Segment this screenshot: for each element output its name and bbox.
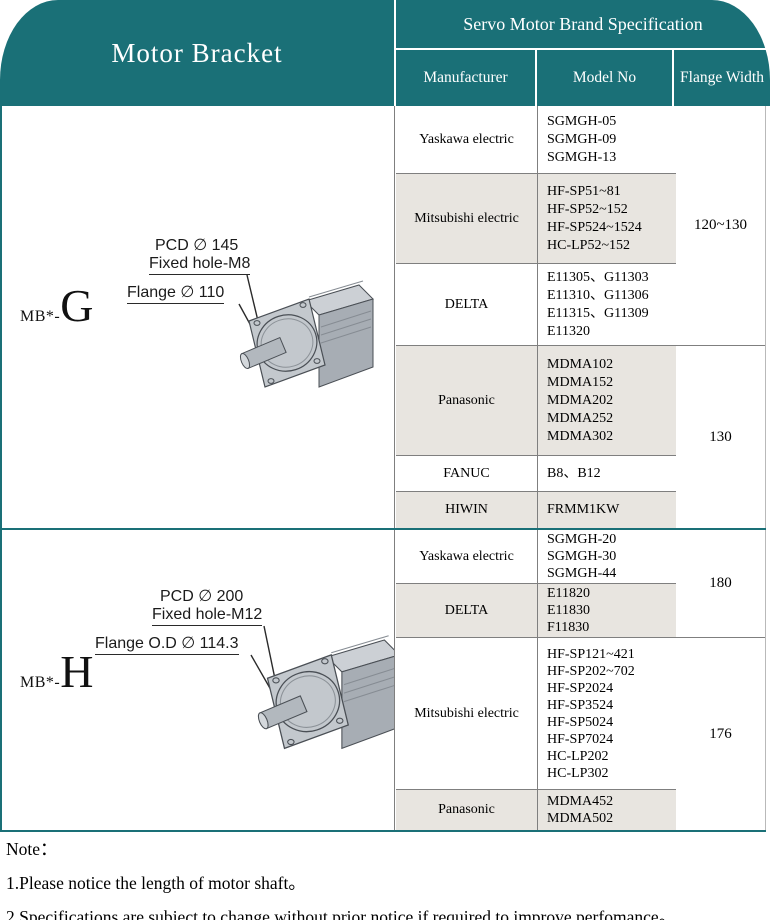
dim-fixed-hole-h: Fixed hole-M12 xyxy=(152,606,263,626)
spec-column-headers: Manufacturer Model No Flange Width xyxy=(396,50,770,106)
table-row: Panasonic MDMA452 MDMA502 xyxy=(396,790,676,830)
header-motor-bracket: Motor Bracket xyxy=(0,0,394,106)
diagram-mb-g: PCD ∅ 145 Fixed hole-M8 Flange ∅ 110 MB*… xyxy=(2,106,395,528)
models-cell: FRMM1KW xyxy=(547,502,620,517)
flange-width-value: 120~130 xyxy=(676,106,765,346)
manufacturer-cell: HIWIN xyxy=(396,492,538,528)
motor-drawing-h-icon xyxy=(257,635,394,750)
dim-flange-h: Flange O.D ∅ 114.3 xyxy=(95,635,239,655)
table-mb-h: Yaskawa electric SGMGH-20 SGMGH-30 SGMGH… xyxy=(396,530,676,830)
manufacturer-cell: Mitsubishi electric xyxy=(396,174,538,263)
manufacturer-cell: Panasonic xyxy=(396,346,538,455)
manufacturer-cell: Yaskawa electric xyxy=(396,106,538,173)
flange-width-value: 180 xyxy=(676,530,765,638)
bracket-label-prefix: MB*- xyxy=(20,674,61,691)
column-header-manufacturer: Manufacturer xyxy=(396,50,537,106)
table-row: Panasonic MDMA102 MDMA152 MDMA202 MDMA25… xyxy=(396,346,676,456)
header-spec-table: Servo Motor Brand Specification Manufact… xyxy=(396,0,770,106)
section-divider-line xyxy=(0,528,766,530)
table-mb-g: Yaskawa electric SGMGH-05 SGMGH-09 SGMGH… xyxy=(396,106,676,528)
models-cell: B8、B12 xyxy=(547,465,601,481)
models-cell: MDMA452 MDMA502 xyxy=(547,794,614,826)
flange-width-column-g: 120~130 130 xyxy=(676,106,765,528)
dim-pcd-h: PCD ∅ 200 xyxy=(160,588,244,605)
models-cell: HF-SP121~421 HF-SP202~702 HF-SP2024 HF-S… xyxy=(547,646,635,781)
note-block: Note： 1.Please notice the length of moto… xyxy=(6,836,766,920)
section-mb-h: PCD ∅ 200 Fixed hole-M12 Flange O.D ∅ 11… xyxy=(2,530,765,830)
section-mb-g: PCD ∅ 145 Fixed hole-M8 Flange ∅ 110 MB*… xyxy=(2,106,765,528)
bracket-label-prefix: MB*- xyxy=(20,308,61,325)
column-header-flange-width: Flange Width xyxy=(680,69,764,86)
manufacturer-cell: DELTA xyxy=(396,264,538,345)
flange-width-value: 176 xyxy=(676,638,765,830)
flange-width-value: 130 xyxy=(676,346,765,528)
table-row: Yaskawa electric SGMGH-20 SGMGH-30 SGMGH… xyxy=(396,530,676,584)
bracket-label-g: MB*-G xyxy=(20,280,94,331)
note-item-2: 2.Specifications are subject to change w… xyxy=(6,907,677,920)
bracket-label-letter: G xyxy=(60,280,94,331)
models-cell: E11305、G11303 E11310、G11306 E11315、G1130… xyxy=(547,269,649,339)
manufacturer-cell: Yaskawa electric xyxy=(396,530,538,583)
column-header-model-no: Model No xyxy=(537,50,674,106)
bracket-label-letter: H xyxy=(60,646,94,697)
manufacturer-cell: Mitsubishi electric xyxy=(396,638,538,789)
note-item-1: 1.Please notice the length of motor shaf… xyxy=(6,873,306,893)
table-row: DELTA E11820 E11830 F11830 xyxy=(396,584,676,638)
left-border-line xyxy=(0,104,2,832)
spec-table-title: Servo Motor Brand Specification xyxy=(396,0,770,50)
models-cell: HF-SP51~81 HF-SP52~152 HF-SP524~1524 HC-… xyxy=(547,183,642,253)
dim-pcd-g: PCD ∅ 145 xyxy=(155,237,239,254)
models-cell: SGMGH-05 SGMGH-09 SGMGH-13 xyxy=(547,113,617,165)
table-row: Mitsubishi electric HF-SP51~81 HF-SP52~1… xyxy=(396,174,676,264)
page-title: Motor Bracket xyxy=(111,37,283,68)
dim-fixed-hole-g: Fixed hole-M8 xyxy=(149,255,251,275)
table-row: Yaskawa electric SGMGH-05 SGMGH-09 SGMGH… xyxy=(396,106,676,174)
models-cell: E11820 E11830 F11830 xyxy=(547,586,591,635)
table-row: Mitsubishi electric HF-SP121~421 HF-SP20… xyxy=(396,638,676,790)
bottom-border-line xyxy=(0,830,766,832)
models-cell: SGMGH-20 SGMGH-30 SGMGH-44 xyxy=(547,532,617,581)
manufacturer-cell: Panasonic xyxy=(396,790,538,830)
dim-flange-g: Flange ∅ 110 xyxy=(127,284,225,304)
table-row: DELTA E11305、G11303 E11310、G11306 E11315… xyxy=(396,264,676,346)
table-row: FANUC B8、B12 xyxy=(396,456,676,492)
manufacturer-cell: FANUC xyxy=(396,456,538,491)
note-label: Note： xyxy=(6,839,58,859)
manufacturer-cell: DELTA xyxy=(396,584,538,637)
flange-width-column-h: 180 176 xyxy=(676,530,765,830)
table-row: HIWIN FRMM1KW xyxy=(396,492,676,528)
diagram-mb-h: PCD ∅ 200 Fixed hole-M12 Flange O.D ∅ 11… xyxy=(2,530,395,830)
right-border-line xyxy=(765,106,766,832)
motor-drawing-g-icon xyxy=(239,280,374,388)
bracket-label-h: MB*-H xyxy=(20,646,94,697)
models-cell: MDMA102 MDMA152 MDMA202 MDMA252 MDMA302 xyxy=(547,356,614,444)
